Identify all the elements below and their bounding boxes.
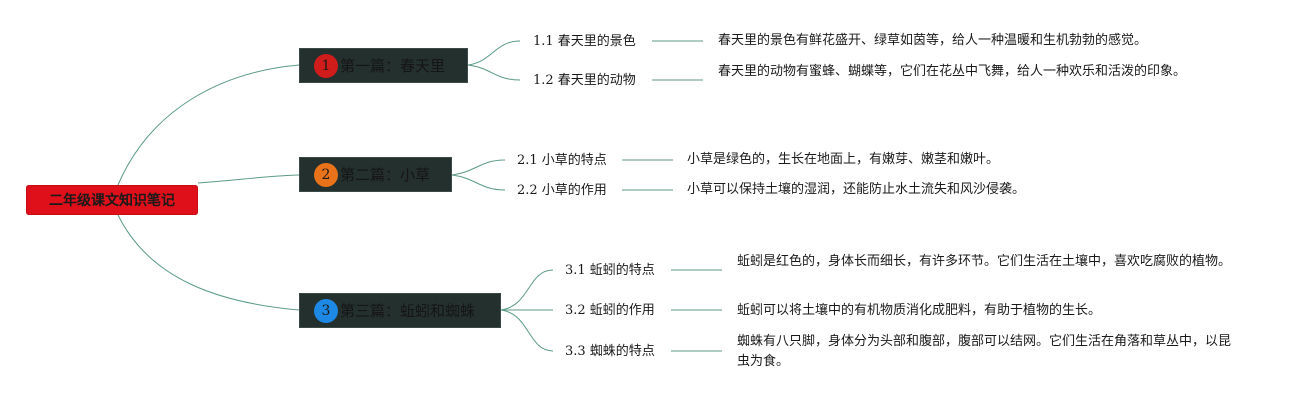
- chapter-node-3[interactable]: 3 第三篇：蚯蚓和蜘蛛: [299, 293, 501, 328]
- topic-description-3-2: 蚯蚓可以将土壤中的有机物质消化成肥料，有助于植物的生长。: [737, 303, 1102, 318]
- connector-chapter2-topic1: [451, 159, 506, 176]
- chapter-number-badge: 1: [314, 53, 338, 78]
- topic-description-1-1: 春天里的景色有鲜花盛开、绿草如茵等，给人一种温暖和生机勃勃的感觉。: [718, 33, 1148, 48]
- chapter-node-2[interactable]: 2 第二篇：小草: [299, 157, 452, 192]
- topic-description-3-3: 蜘蛛有八只脚，身体分为头部和腹部，腹部可以结网。它们生活在角落和草丛中，以昆虫为…: [737, 334, 1232, 369]
- topic-node-2-1[interactable]: 2.1 小草的特点: [517, 153, 607, 168]
- chapter-title: 第三篇：蚯蚓和蜘蛛: [340, 302, 476, 320]
- topic-node-3-1[interactable]: 3.1 蚯蚓的特点: [565, 263, 655, 278]
- chapter-number-badge: 2: [314, 162, 338, 187]
- topic-description-2-1: 小草是绿色的，生长在地面上，有嫩芽、嫩茎和嫩叶。: [687, 152, 1000, 167]
- chapter-title: 第一篇：春天里: [340, 57, 446, 75]
- root-node[interactable]: 二年级课文知识笔记: [26, 185, 198, 215]
- root-label: 二年级课文知识笔记: [49, 193, 175, 209]
- topic-to-description-connectors: [622, 40, 722, 352]
- root-to-chapter-connectors: [117, 64, 300, 311]
- connector-root-chapter-3: [117, 214, 300, 311]
- connector-chapter1-topic1: [467, 40, 521, 66]
- topic-node-1-1[interactable]: 1.1 春天里的景色: [533, 34, 636, 49]
- connector-chapter1-topic2: [467, 64, 521, 81]
- chapter-node-1[interactable]: 1 第一篇：春天里: [299, 48, 468, 83]
- connector-chapter2-topic2: [451, 174, 506, 191]
- connector-root-chapter-1: [117, 64, 300, 186]
- topic-description-1-2: 春天里的动物有蜜蜂、蝴蝶等，它们在花丛中飞舞，给人一种欢乐和活泼的印象。: [718, 64, 1187, 79]
- connector-root-chapter-2: [197, 174, 300, 184]
- chapter-title: 第二篇：小草: [340, 166, 431, 184]
- topic-node-3-2[interactable]: 3.2 蚯蚓的作用: [565, 303, 655, 318]
- connector-chapter3-topic3: [500, 309, 554, 352]
- topic-description-2-2: 小草可以保持土壤的湿润，还能防止水土流失和风沙侵袭。: [687, 182, 1026, 197]
- chapter-number-badge: 3: [314, 298, 338, 323]
- topic-node-1-2[interactable]: 1.2 春天里的动物: [533, 73, 636, 88]
- topic-node-3-3[interactable]: 3.3 蜘蛛的特点: [565, 344, 655, 359]
- topic-node-2-2[interactable]: 2.2 小草的作用: [517, 183, 607, 198]
- connector-chapter3-topic1: [500, 269, 554, 311]
- topic-description-3-1: 蚯蚓是红色的，身体长而细长，有许多环节。它们生活在土壤中，喜欢吃腐败的植物。: [737, 254, 1232, 269]
- chapter-to-topic-connectors: [451, 40, 554, 352]
